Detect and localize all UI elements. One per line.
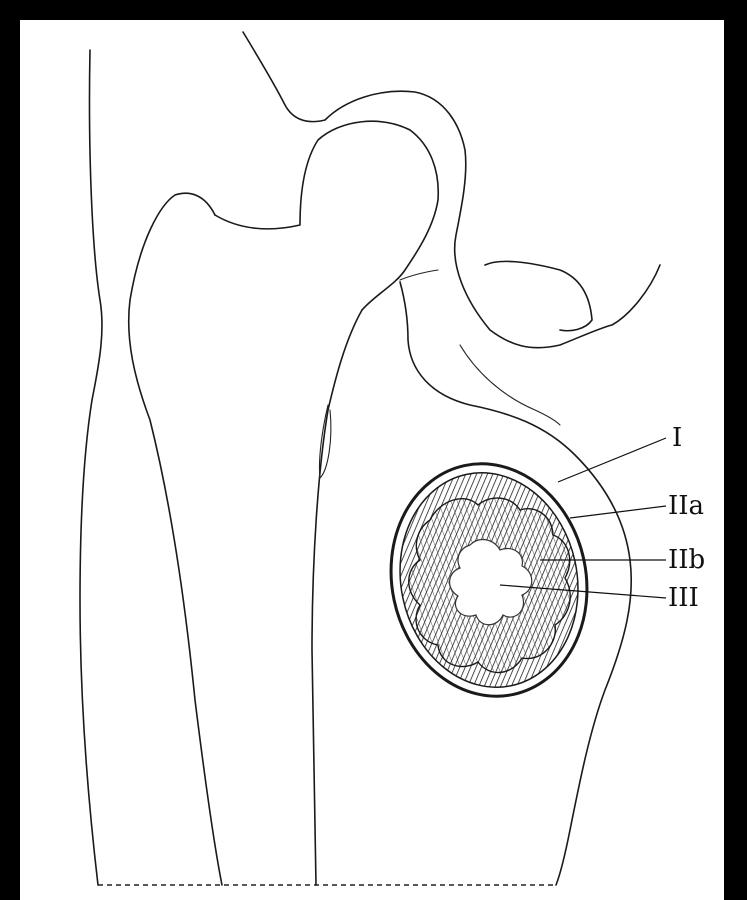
label-zone-i: I bbox=[672, 423, 682, 453]
leader-zone-i bbox=[558, 438, 666, 482]
acetabular-rim bbox=[400, 270, 438, 280]
femur-shaft-medial bbox=[312, 310, 362, 885]
label-zone-iii: III bbox=[668, 583, 699, 613]
pelvis-outline bbox=[243, 32, 660, 348]
femur-shaft-lateral bbox=[129, 193, 222, 885]
thigh-outline-left bbox=[80, 50, 102, 885]
adductor-line bbox=[460, 345, 560, 425]
label-zone-iia: IIa bbox=[668, 491, 704, 521]
illustration-frame: I IIa IIb III bbox=[20, 20, 724, 900]
femoral-head bbox=[215, 121, 438, 310]
label-zone-iib: IIb bbox=[668, 545, 705, 575]
obturator-outline bbox=[485, 261, 592, 330]
femur-tumor-diagram: I IIa IIb III bbox=[20, 20, 724, 900]
